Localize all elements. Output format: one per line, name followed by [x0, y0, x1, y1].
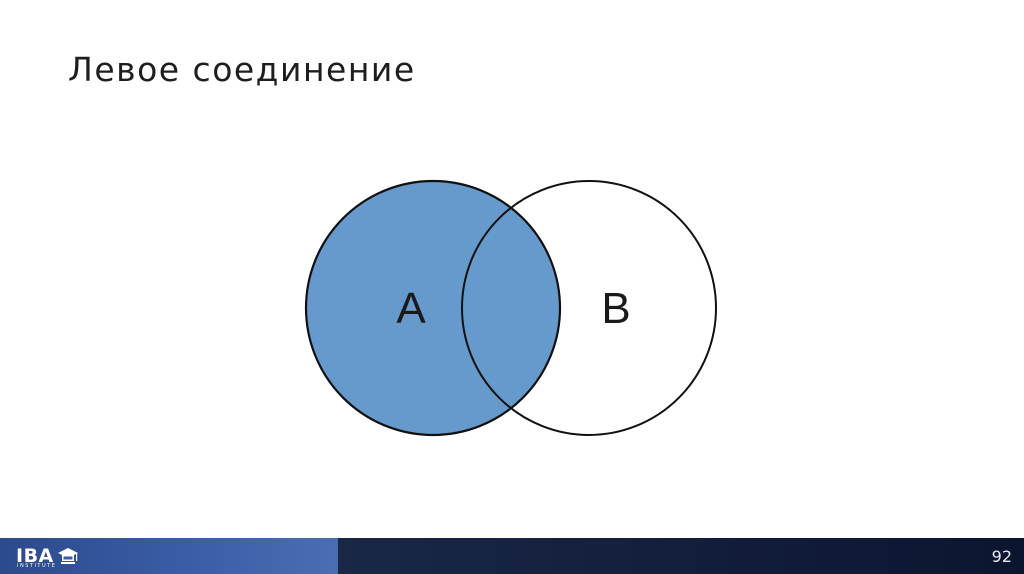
page-number: 92	[991, 547, 1012, 566]
footer-bar: IBA INSTITUTE 92	[0, 538, 1024, 574]
logo-subtext: INSTITUTE	[17, 563, 57, 569]
venn-set-a	[306, 181, 560, 435]
logo-text: IBA	[16, 544, 54, 567]
footer-left-panel: IBA INSTITUTE	[0, 538, 338, 574]
slide-title: Левое соединение	[68, 50, 416, 89]
venn-label-b: B	[601, 284, 630, 333]
graduation-cap-icon	[57, 548, 78, 564]
venn-set-b	[461, 180, 717, 436]
iba-logo: IBA INSTITUTE	[16, 542, 79, 570]
footer-right-panel: 92	[338, 538, 1024, 574]
venn-label-a: A	[396, 284, 426, 333]
venn-set-a-outline	[304, 179, 562, 437]
